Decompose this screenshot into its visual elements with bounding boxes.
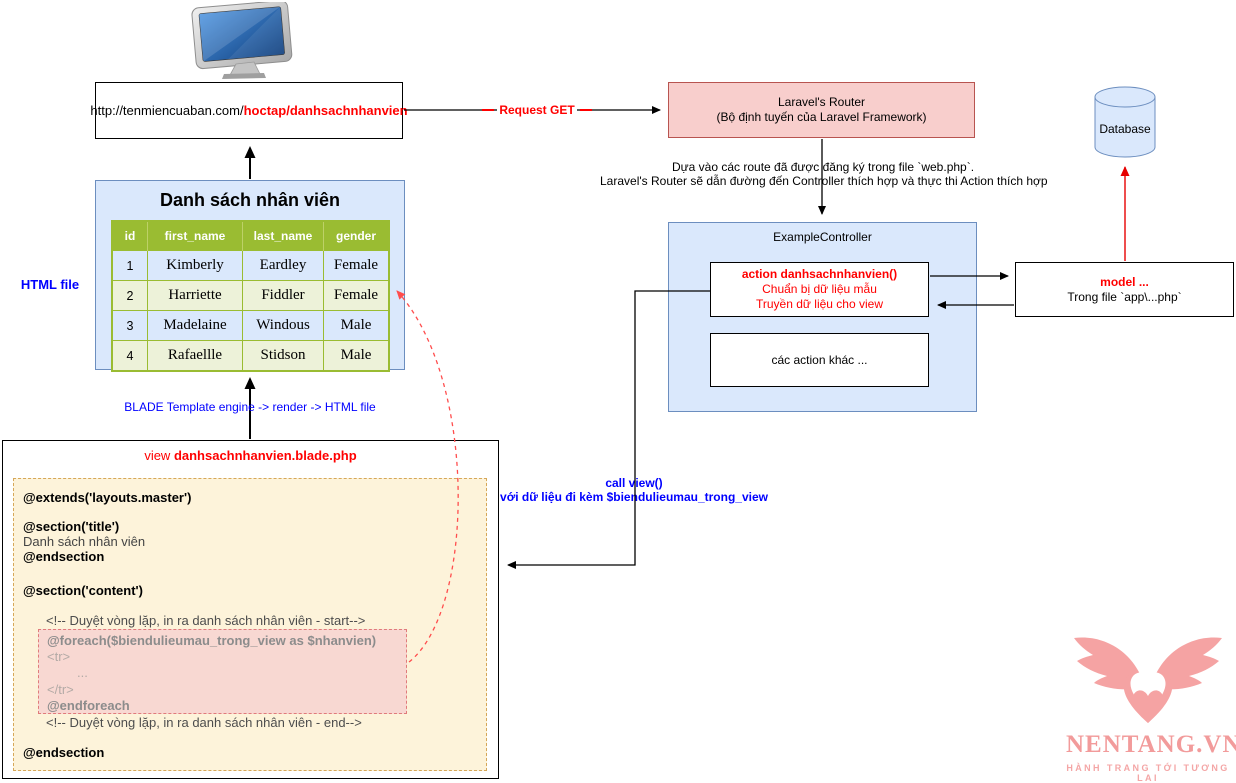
- code-section-content: @section('content'): [23, 583, 143, 598]
- cell-first-name: Kimberly: [147, 250, 243, 281]
- database-cylinder: Database: [1094, 86, 1156, 158]
- col-header-gender: gender: [323, 221, 389, 251]
- call-view-line2: với dữ liệu đi kèm $biendulieumau_trong_…: [500, 490, 768, 504]
- router-subtitle: (Bộ định tuyến của Laravel Framework): [716, 110, 927, 124]
- call-view-line1: call view(): [605, 476, 663, 490]
- cell-id: 4: [111, 340, 148, 372]
- cell-last-name: Stidson: [242, 340, 324, 372]
- view-title-filename: danhsachnhanvien.blade.php: [173, 448, 357, 463]
- code-foreach: @foreach($biendulieumau_trong_view as $n…: [47, 633, 377, 648]
- request-get-label: Request GET: [465, 102, 609, 118]
- code-endforeach: @endforeach: [47, 697, 130, 713]
- code-comment-end: <!-- Duyệt vòng lặp, in ra danh sách nhâ…: [46, 715, 362, 730]
- view-title-prefix: view: [144, 448, 174, 463]
- action-line2: Chuẩn bị dữ liệu mẫu: [762, 282, 877, 296]
- employee-table-title: Danh sách nhân viên: [159, 190, 341, 210]
- red-dash-left: [482, 109, 495, 111]
- action-danhsachnhanvien-box: action danhsachnhanvien() Chuẩn bị dữ li…: [710, 262, 929, 317]
- cell-first-name: Rafaellle: [147, 340, 243, 372]
- code-endsection-2: @endsection: [23, 745, 105, 760]
- html-file-label: HTML file: [20, 277, 80, 292]
- col-header-id: id: [112, 221, 148, 251]
- cell-last-name: Fiddler: [242, 280, 324, 311]
- table-row: 3 Madelaine Windous Male: [111, 310, 390, 341]
- url-route: hoctap/danhsachnhanvien: [243, 103, 408, 118]
- employee-table-card: Danh sách nhân viên id first_name last_n…: [95, 180, 405, 372]
- other-actions-box: các action khác ...: [710, 333, 929, 387]
- cell-id: 3: [111, 310, 148, 341]
- cell-gender: Male: [323, 310, 390, 341]
- computer-monitor-icon: [186, 0, 300, 80]
- request-get-text: Request GET: [497, 103, 577, 117]
- call-view-label: call view() với dữ liệu đi kèm $bienduli…: [496, 476, 772, 504]
- router-note: Dựa vào các route đã được đăng ký trong …: [600, 160, 1048, 188]
- employee-table: id first_name last_name gender 1 Kimberl…: [111, 220, 390, 372]
- code-endsection-1: @endsection: [23, 549, 105, 564]
- action-title: action danhsachnhanvien(): [741, 267, 898, 281]
- table-row: 1 Kimberly Eardley Female: [111, 250, 390, 281]
- cell-gender: Female: [323, 250, 390, 281]
- table-row: 2 Harriette Fiddler Female: [111, 280, 390, 311]
- cell-first-name: Harriette: [147, 280, 243, 311]
- controller-title: ExampleController: [773, 230, 872, 244]
- model-subtitle: Trong file `app\...php`: [1067, 289, 1182, 304]
- code-section-title: @section('title'): [23, 519, 120, 534]
- red-dash-right: [579, 109, 592, 111]
- nentang-logo: NENTANG.VN HÀNH TRANG TỚI TƯƠNG LAI: [1066, 628, 1236, 783]
- code-title-text: Danh sách nhân viên: [23, 534, 146, 549]
- code-comment-start: <!-- Duyệt vòng lặp, in ra danh sách nhâ…: [46, 613, 366, 628]
- cell-gender: Male: [323, 340, 390, 372]
- model-title: model ...: [1100, 274, 1149, 289]
- browser-url-box: http://tenmiencuaban.com/hoctap/danhsach…: [90, 82, 408, 139]
- cell-id: 1: [111, 250, 148, 281]
- blade-render-label: BLADE Template engine -> render -> HTML …: [124, 400, 376, 414]
- cell-last-name: Windous: [242, 310, 324, 341]
- cell-first-name: Madelaine: [147, 310, 243, 341]
- logo-brand-text: NENTANG.VN: [1066, 731, 1236, 758]
- action-line3: Truyền dữ liệu cho view: [756, 297, 883, 311]
- url-text: http://tenmiencuaban.com/hoctap/danhsach…: [90, 103, 407, 118]
- cell-id: 2: [111, 280, 148, 311]
- model-box: model ... Trong file `app\...php`: [1015, 262, 1234, 317]
- book-heart-icon: [1074, 637, 1222, 723]
- code-tr-close: </tr>: [47, 681, 74, 697]
- cell-gender: Female: [323, 280, 390, 311]
- cell-last-name: Eardley: [242, 250, 324, 281]
- router-note-line1: Dựa vào các route đã được đăng ký trong …: [671, 160, 975, 174]
- url-prefix: http://tenmiencuaban.com/: [90, 103, 244, 118]
- foreach-code-block: @foreach($biendulieumau_trong_view as $n…: [38, 629, 407, 714]
- table-row: 4 Rafaellle Stidson Male: [111, 340, 390, 372]
- other-actions-text: các action khác ...: [771, 353, 868, 367]
- col-header-last-name: last_name: [242, 221, 324, 251]
- router-title: Laravel's Router: [778, 95, 865, 109]
- col-header-first-name: first_name: [147, 221, 243, 251]
- router-note-line2: Laravel's Router sẽ dẫn đường đến Contro…: [600, 174, 1048, 188]
- database-label: Database: [1099, 122, 1151, 136]
- code-extends: @extends('layouts.master'): [23, 490, 192, 505]
- code-dots: ...: [77, 665, 88, 681]
- table-header-row: id first_name last_name gender: [112, 221, 389, 251]
- laravel-router-box: Laravel's Router (Bộ định tuyến của Lara…: [668, 82, 975, 138]
- code-tr-open: <tr>: [47, 649, 71, 665]
- view-blade-title: view danhsachnhanvien.blade.php: [3, 448, 498, 463]
- logo-tagline-text: HÀNH TRANG TỚI TƯƠNG LAI: [1066, 763, 1230, 783]
